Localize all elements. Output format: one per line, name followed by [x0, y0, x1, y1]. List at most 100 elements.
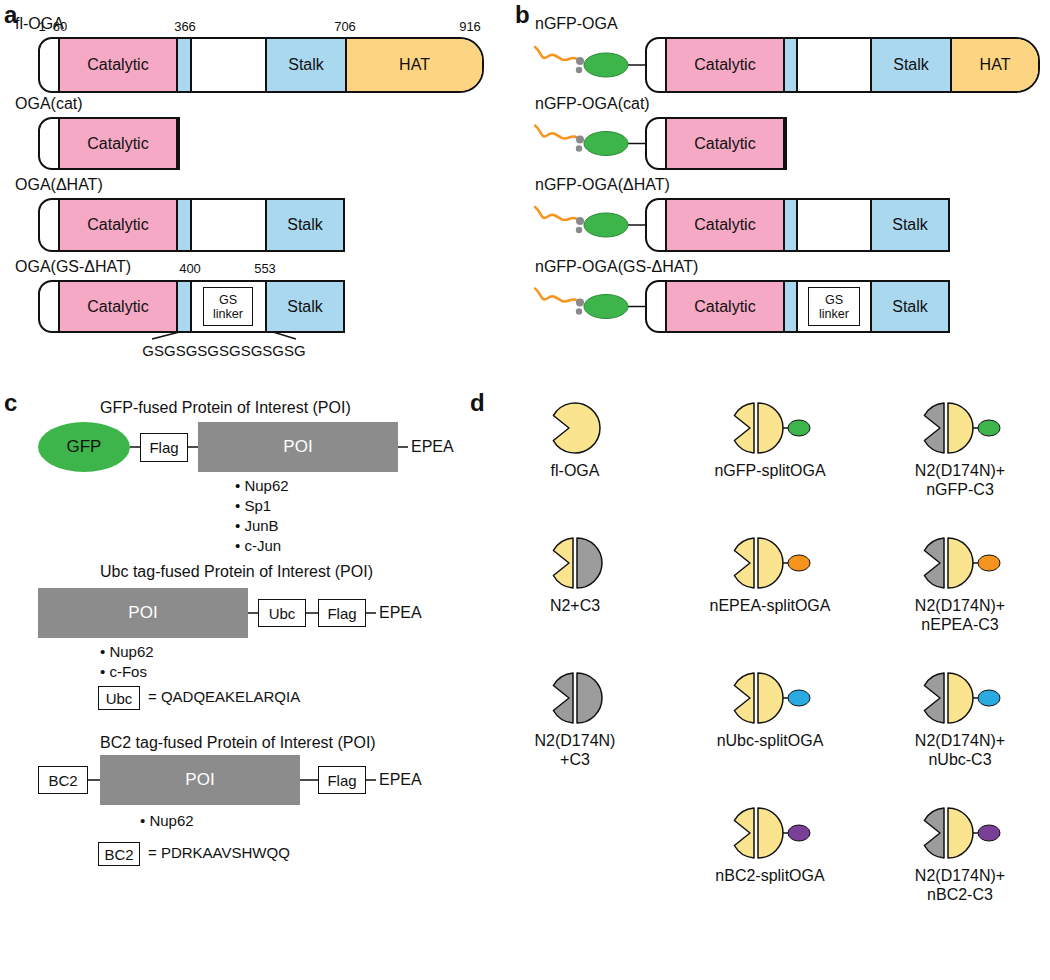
protein-bar: OGA(GS-ΔHAT)CatalyticGS linkerStalk	[38, 280, 345, 333]
panel-letter: c	[4, 388, 17, 417]
domain-label: Stalk	[892, 216, 928, 234]
construct-label: N2(D174N) +C3	[527, 731, 623, 769]
squiggle-tag	[535, 207, 577, 220]
c-fragment	[577, 538, 602, 588]
hat-domain: HAT	[950, 39, 1038, 91]
n-fragment	[734, 808, 754, 858]
gfp-oval	[584, 213, 628, 237]
catalytic-domain: Catalytic	[665, 282, 785, 331]
domain-label: HAT	[399, 56, 430, 74]
grey-blob	[576, 136, 584, 144]
residue-number: 553	[254, 261, 276, 277]
stalk-sliver	[785, 200, 798, 250]
tag-box: BC2	[98, 842, 140, 866]
catalytic-domain: Catalytic	[58, 39, 178, 91]
squiggle-tag	[535, 289, 577, 302]
n-fragment	[553, 538, 573, 588]
catalytic-domain: Catalytic	[665, 119, 785, 168]
catalytic-domain: Catalytic	[665, 39, 785, 91]
domain-label: POI	[185, 770, 214, 790]
residue-number: 706	[334, 19, 356, 35]
domain-label: Catalytic	[694, 135, 755, 153]
residue-number: 366	[174, 19, 196, 35]
n-fragment	[924, 403, 944, 453]
stalk-domain: Stalk	[265, 39, 345, 91]
linker-line	[88, 779, 100, 781]
domain-label: Stalk	[892, 298, 928, 316]
construct-label: fl-OGA	[495, 461, 655, 480]
residue-number: 400	[179, 261, 201, 277]
gfp-tag: GFP	[38, 422, 130, 472]
domain-label: GFP	[67, 437, 102, 457]
domain-label: POI	[128, 603, 157, 623]
protein-bar: fl-OGACatalyticStalkHAT	[38, 37, 484, 93]
construct-label: N2+C3	[495, 596, 655, 615]
panel-letter: b	[515, 0, 530, 29]
bullet-item: • Nup62	[100, 643, 154, 661]
protein-bar: OGA(cat)Catalytic	[38, 117, 180, 170]
linker-line	[398, 446, 408, 448]
poi-box: POI	[198, 422, 398, 472]
residue-number: 60	[53, 19, 67, 35]
domain-label: Catalytic	[87, 56, 148, 74]
construct-name: OGA(cat)	[15, 95, 83, 113]
grey-blob	[576, 299, 584, 307]
domain-label: Catalytic	[87, 135, 148, 153]
bullet-item: • Nup62	[140, 812, 194, 830]
linker-line	[628, 64, 645, 66]
residue-number: 916	[459, 19, 481, 35]
bullet-item: • Sp1	[235, 497, 271, 515]
domain-label: GS linker	[204, 293, 252, 321]
tag-label: EPEA	[379, 770, 422, 789]
construct-name: nGFP-OGA(ΔHAT)	[535, 176, 670, 194]
section-heading: Ubc tag-fused Protein of Interest (POI)	[100, 562, 373, 581]
c-fragment	[758, 808, 783, 858]
tag-oval	[978, 825, 1000, 841]
construct-name: nGFP-OGA	[535, 15, 618, 33]
construct-label: N2(D174N)+ nUbc-C3	[900, 731, 1020, 769]
c-fragment	[758, 673, 783, 723]
construct-label: nEPEA-splitOGA	[690, 596, 850, 615]
construct-label: N2(D174N)+ nGFP-C3	[900, 461, 1020, 499]
domain-label: BC2	[104, 846, 133, 863]
grey-blob	[576, 217, 584, 225]
bullet-item: • c-Jun	[235, 537, 281, 555]
poi-box: POI	[38, 588, 248, 638]
tag-oval	[788, 555, 810, 571]
c-fragment	[948, 403, 973, 453]
tag-oval	[788, 690, 810, 706]
catalytic-domain: Catalytic	[58, 282, 178, 331]
domain-label: Catalytic	[694, 56, 755, 74]
tag-label: EPEA	[411, 437, 454, 456]
squiggle-tag	[535, 126, 577, 139]
construct-name: OGA(GS-ΔHAT)	[15, 258, 131, 276]
construct-label: nBC2-splitOGA	[690, 866, 850, 885]
tag-oval	[978, 690, 1000, 706]
section-heading: GFP-fused Protein of Interest (POI)	[100, 398, 351, 417]
grey-blob	[576, 145, 582, 151]
panel-letter: d	[470, 388, 485, 417]
stalk-sliver	[785, 39, 798, 91]
tag-box: Flag	[318, 766, 366, 794]
tag-box: Ubc	[98, 686, 140, 710]
linker-line	[628, 143, 645, 145]
stalk-domain: Stalk	[870, 200, 948, 250]
c-fragment	[948, 808, 973, 858]
stalk-domain: Stalk	[265, 282, 343, 331]
tag-box: Ubc	[258, 599, 306, 627]
domain-label: POI	[283, 437, 312, 457]
stalk-sliver	[178, 200, 192, 250]
poi-box: POI	[100, 755, 300, 805]
construct-name: OGA(ΔHAT)	[15, 176, 103, 194]
domain-label: Ubc	[106, 690, 133, 707]
domain-label: Catalytic	[694, 298, 755, 316]
sequence-label: = PDRKAAVSHWQQ	[148, 844, 290, 862]
domain-label: Ubc	[269, 605, 296, 622]
sequence-label: = QADQEAKELARQIA	[148, 688, 300, 706]
construct-label: N2(D174N)+ nEPEA-C3	[900, 596, 1020, 634]
domain-label: Catalytic	[87, 298, 148, 316]
stalk-domain: Stalk	[870, 282, 948, 331]
gfp-oval	[584, 53, 628, 77]
section-heading: BC2 tag-fused Protein of Interest (POI)	[100, 733, 376, 752]
